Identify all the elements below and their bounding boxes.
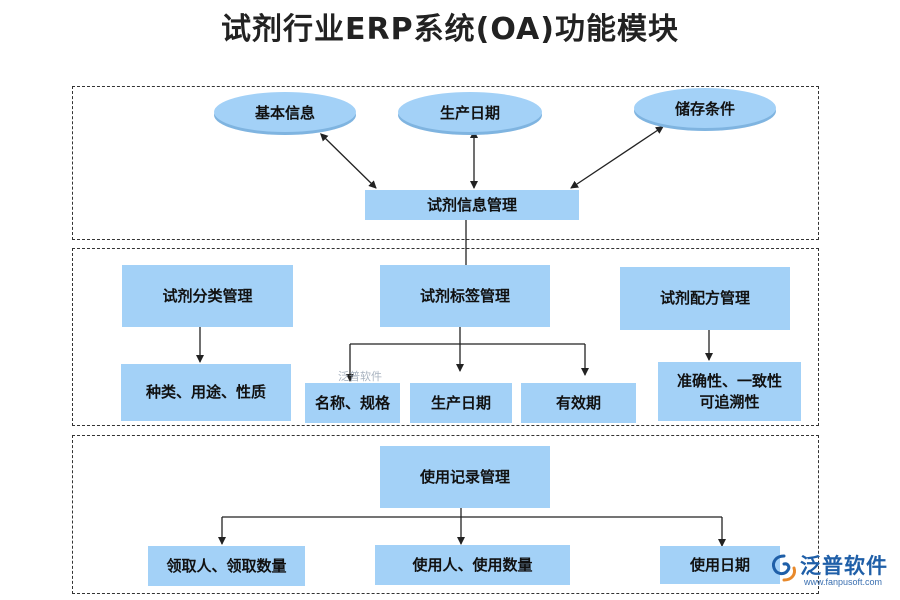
node-accuracy-consistency-traceability: 准确性、一致性 可追溯性 xyxy=(658,362,801,421)
watermark-text: 泛普软件 xyxy=(338,370,382,383)
node-basic-info: 基本信息 xyxy=(214,92,356,132)
section-info xyxy=(72,86,819,240)
logo-url: www.fanpusoft.com xyxy=(804,577,883,587)
section-management xyxy=(72,248,819,426)
node-recipient-quantity: 领取人、领取数量 xyxy=(148,546,305,586)
node-usage-record-management: 使用记录管理 xyxy=(380,446,550,508)
node-formula-management: 试剂配方管理 xyxy=(620,267,790,330)
node-user-quantity: 使用人、使用数量 xyxy=(375,545,570,585)
node-production-date: 生产日期 xyxy=(398,92,542,132)
node-reagent-info-management: 试剂信息管理 xyxy=(365,190,579,220)
node-usage-date: 使用日期 xyxy=(660,546,780,584)
node-name-spec: 名称、规格 xyxy=(305,383,400,423)
logo-swirl-icon xyxy=(772,554,796,582)
diagram-title: 试剂行业ERP系统(OA)功能模块 xyxy=(221,12,679,47)
brand-logo: 泛普软件 www.fanpusoft.com xyxy=(770,548,898,594)
node-expiry-date: 有效期 xyxy=(521,383,636,423)
node-storage-conditions: 储存条件 xyxy=(634,88,776,128)
node-label-production-date: 生产日期 xyxy=(410,383,512,423)
node-classification-management: 试剂分类管理 xyxy=(122,265,293,327)
node-label-management: 试剂标签管理 xyxy=(380,265,550,327)
arrow-basic-info xyxy=(320,133,377,189)
node-type-use-property: 种类、用途、性质 xyxy=(121,364,291,421)
section-usage xyxy=(72,435,819,594)
arrow-storage xyxy=(570,126,664,189)
logo-name: 泛普软件 xyxy=(800,554,888,578)
